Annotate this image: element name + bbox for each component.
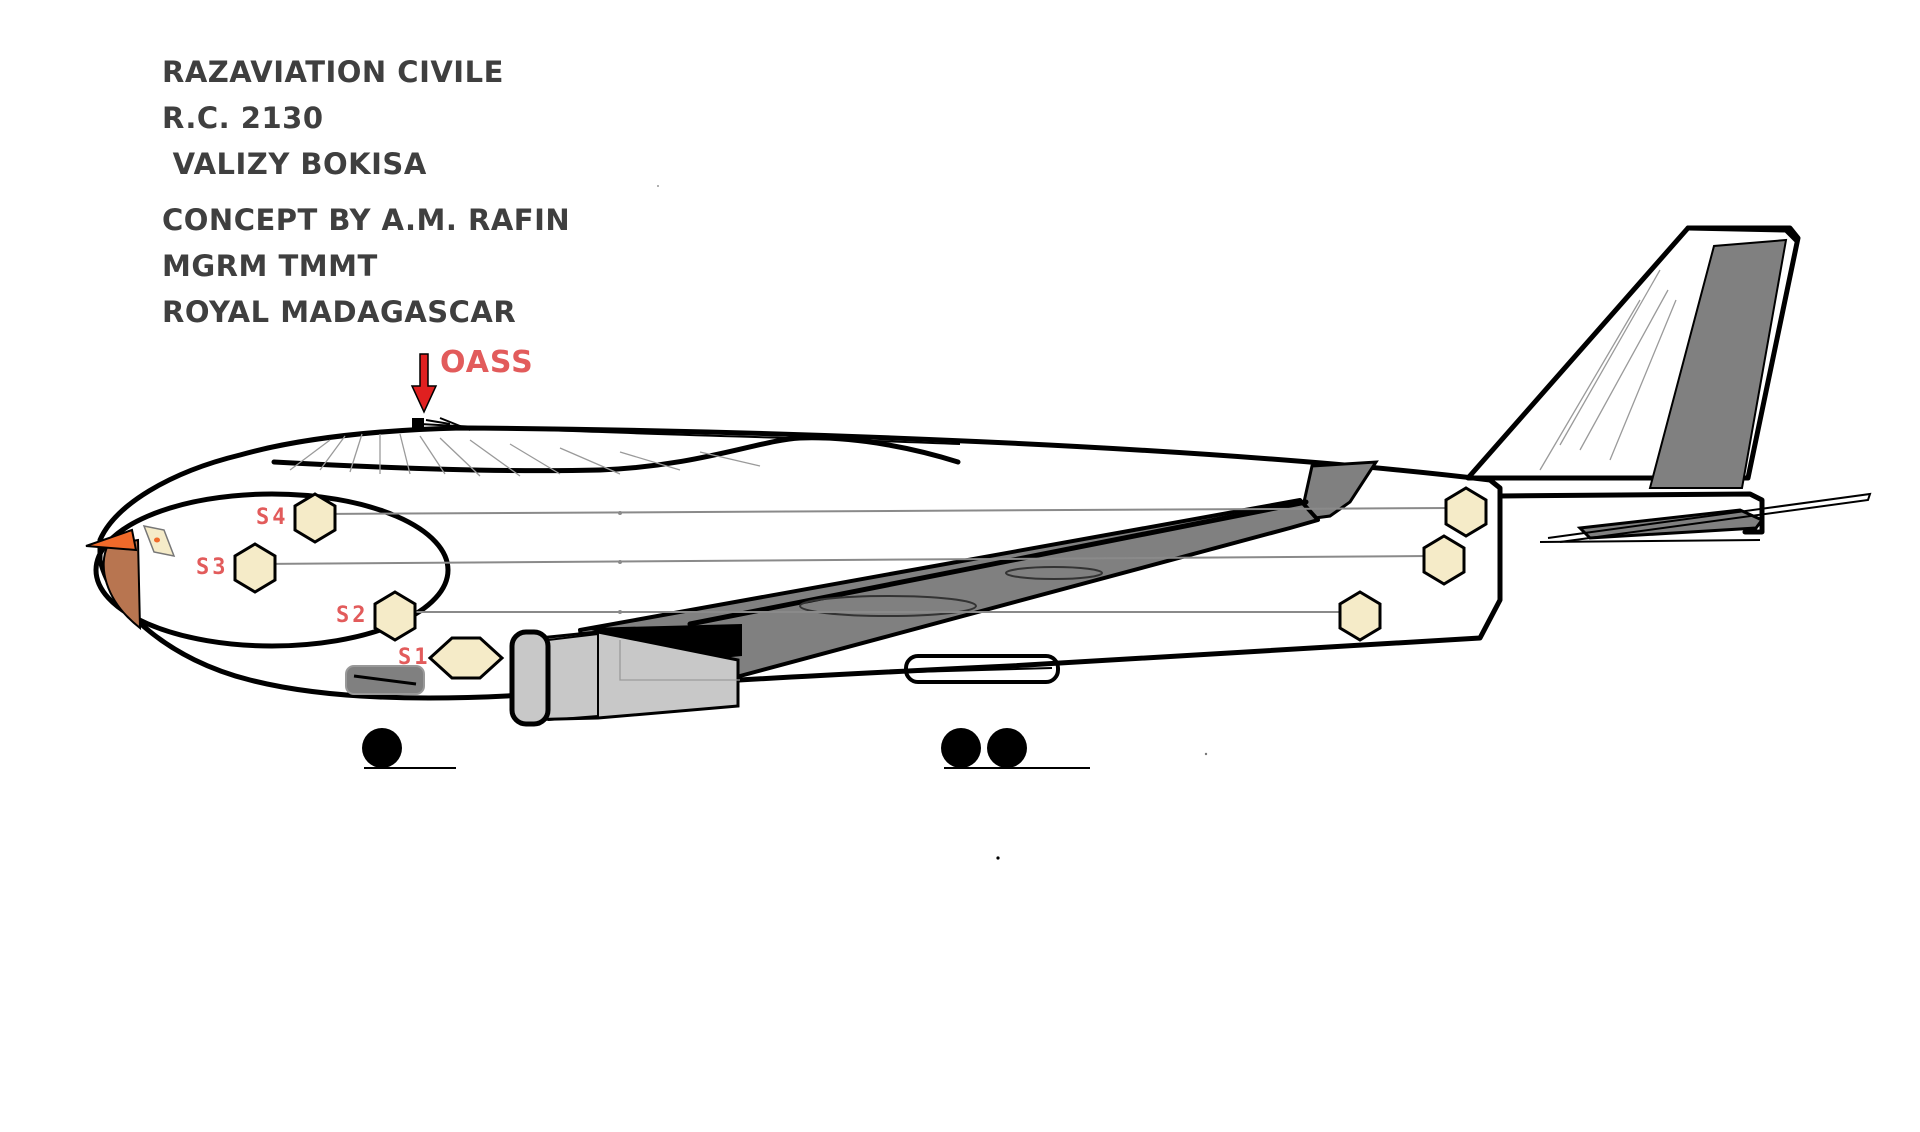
tank-aft-lower	[1338, 590, 1382, 642]
oass-sensor	[412, 418, 424, 428]
tank-s1	[427, 636, 505, 680]
station-labels: S4 S3 S2 S1	[196, 505, 428, 670]
main-wheel-rear	[987, 728, 1027, 768]
fuselage	[97, 417, 1503, 701]
tank-s3	[233, 542, 277, 594]
tank-s4	[293, 492, 337, 544]
tank-aft-middle	[1422, 534, 1466, 586]
tank-s2	[373, 590, 417, 642]
tail-fin	[1465, 225, 1801, 489]
main-wheel-front	[941, 728, 981, 768]
tank-lines	[255, 507, 1451, 614]
caption-line-country: ROYAL MADAGASCAR	[162, 295, 516, 329]
caption-line-org: MGRM TMMT	[162, 249, 378, 283]
caption-line-name: VALIZY BOKISA	[162, 147, 427, 181]
tank-aft-upper	[1444, 486, 1488, 538]
nose-wheel	[362, 728, 402, 768]
nose-section	[85, 491, 451, 649]
station-label-s2: S2	[336, 603, 369, 628]
engine-nacelle	[509, 624, 742, 727]
station-label-s3: S3	[196, 555, 229, 580]
caption-line-concept: CONCEPT BY A.M. RAFIN	[162, 203, 570, 237]
station-label-s4: S4	[256, 505, 289, 530]
caption-line-manufacturer: RAZAVIATION CIVILE	[162, 55, 504, 89]
caption-block: RAZAVIATION CIVILE R.C. 2130 VALIZY BOKI…	[162, 55, 570, 329]
caption-line-model: R.C. 2130	[162, 101, 324, 135]
oass-callout: OASS	[410, 345, 534, 414]
tank-markers	[233, 486, 1488, 680]
horizontal-stabilizer	[1497, 491, 1872, 543]
oass-label: OASS	[440, 345, 534, 380]
down-arrow-icon	[410, 353, 438, 414]
landing-gear	[345, 665, 1090, 769]
